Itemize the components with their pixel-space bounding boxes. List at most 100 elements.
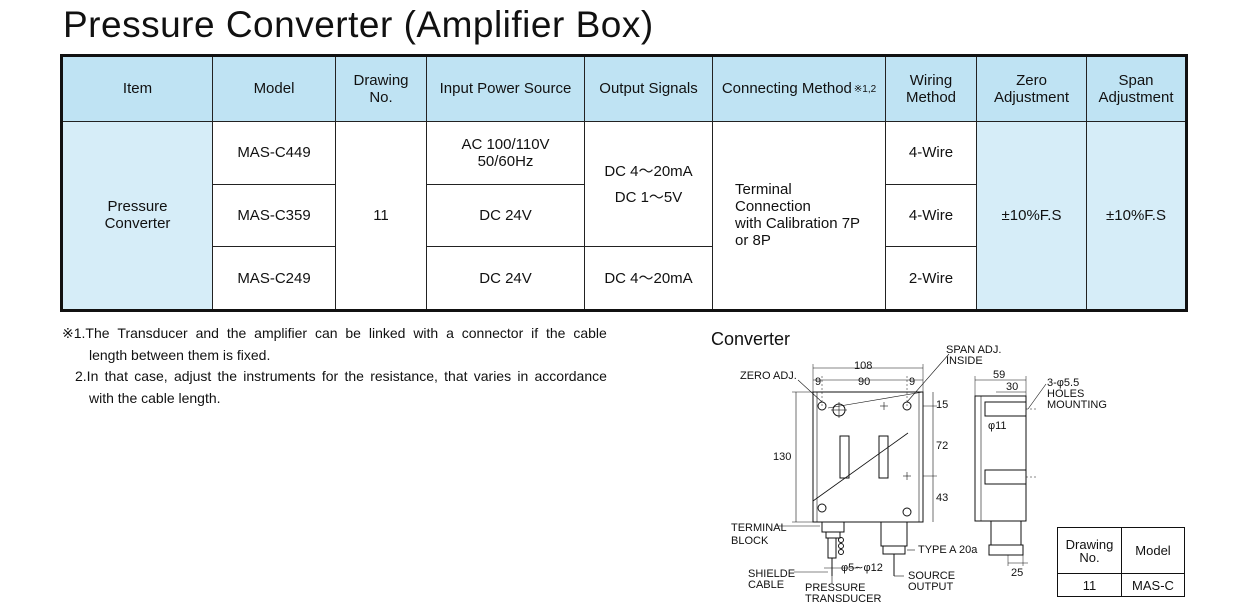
mini-value-row: 11 MAS-C (1057, 573, 1185, 597)
label-span-adj-1: SPAN ADJ. (946, 344, 1001, 356)
note-word: for (321, 368, 339, 384)
dim-108: 108 (854, 360, 872, 372)
label-phi11: φ11 (988, 420, 1007, 432)
cell-input-power: DC 24V (426, 246, 585, 311)
cell-model: MAS-C249 (212, 246, 336, 311)
header-connecting-note: ※1,2 (853, 83, 877, 95)
header-drawing-line2: No. (369, 88, 393, 106)
label-zero-adj: ZERO ADJ. (740, 370, 797, 382)
output-voltage: DC 1～5V (614, 188, 683, 206)
mini-header-model: Model (1121, 527, 1185, 574)
cable-gland-body (827, 537, 837, 559)
connecting-line2: Connection (735, 198, 811, 216)
note-1: ※1.The Transducer and the amplifier can … (62, 323, 607, 345)
header-span-line1: Span (1118, 71, 1154, 89)
dim-130: 130 (773, 451, 791, 463)
label-phi-range: φ5∼φ12 (841, 562, 883, 574)
cell-output-signals: DC 4～20mA DC 1～5V (584, 120, 713, 248)
dim-15: 15 (936, 399, 948, 411)
note-word: case, (134, 368, 168, 384)
label-source-1: SOURCE (908, 570, 955, 582)
leader-zero-adj (797, 379, 823, 403)
header-connecting-method: Connecting Method※1,2 (712, 55, 886, 122)
footnotes: ※1.The Transducer and the amplifier can … (62, 323, 607, 409)
leader-span-adj (906, 353, 950, 403)
label-holes-1: 3-φ5.5 (1047, 377, 1079, 389)
label-terminal-2: BLOCK (731, 535, 769, 547)
note-word: the (217, 368, 238, 384)
header-connecting-label: Connecting Method (721, 79, 852, 97)
note-word: the (226, 325, 247, 341)
header-item: Item (61, 55, 213, 122)
side-view-connector (990, 520, 1022, 546)
note-2: 2.In that case, adjust the instruments f… (62, 366, 607, 388)
dim-9-right: 9 (909, 376, 915, 388)
note-word: can (314, 325, 338, 341)
converter-drawing: ZERO ADJ. SPAN ADJ. INSIDE 108 9 90 9 15… (731, 344, 1107, 605)
label-terminal-1: TERMINAL (731, 522, 787, 534)
note-word: the (546, 325, 566, 341)
label-pressure-2: TRANSDUCER (805, 593, 881, 605)
mounting-hole-bottom-right (902, 507, 912, 517)
front-view-body (812, 391, 924, 523)
terminal-pin-1 (838, 537, 844, 543)
note-word: amplifier (254, 325, 308, 341)
note-word: accordance (534, 368, 607, 384)
mini-model-value: MAS-C (1121, 573, 1185, 597)
input-line1: AC 100/110V (461, 135, 550, 153)
dim-59: 59 (993, 369, 1005, 381)
converter-title: Converter (711, 329, 791, 349)
connecting-line1: Terminal (735, 181, 792, 199)
terminal-socket (825, 531, 841, 539)
leader-holes (1027, 383, 1047, 410)
note-1-continuation: length between them is fixed. (89, 346, 271, 363)
header-zero-line1: Zero (1016, 71, 1047, 89)
vent-slot-right (878, 435, 889, 479)
connecting-line4: or 8P (735, 232, 771, 250)
note-word: resistance, (370, 368, 438, 384)
cell-wiring: 2-Wire (885, 246, 977, 311)
note-word: 2.In (75, 368, 99, 384)
input-line2: 50/60Hz (477, 152, 534, 170)
type-a-thread (882, 545, 906, 555)
mini-drawing-line2: No. (1079, 549, 1100, 565)
note-word: cable (573, 325, 607, 341)
note-word: adjust (173, 368, 212, 384)
cell-span-adjustment: ±10%F.S (1086, 120, 1187, 312)
table-row: MAS-C359 DC 24V 4-Wire (62, 183, 1187, 248)
header-input-power: Input Power Source (426, 55, 585, 122)
note-word: that (444, 368, 468, 384)
mounting-hole-bottom-left (817, 503, 827, 513)
note-word: that (104, 368, 128, 384)
item-line1: Pressure (107, 198, 168, 216)
label-shielde-1: SHIELDE (748, 568, 795, 580)
dim-72: 72 (936, 440, 948, 452)
dim-25: 25 (1011, 567, 1023, 579)
mini-drawing-value: 11 (1057, 573, 1122, 597)
note-word: Transducer (117, 325, 188, 341)
mini-drawing-line1: Drawing (1065, 536, 1114, 552)
label-span-adj-2: INSIDE (946, 355, 983, 367)
side-view-body (974, 395, 1027, 522)
front-diagonal-lower (812, 432, 909, 502)
cell-input-power: DC 24V (426, 183, 585, 248)
cell-wiring: 4-Wire (885, 120, 977, 185)
label-pressure-1: PRESSURE (805, 582, 866, 594)
cell-model: MAS-C359 (212, 183, 336, 248)
dim-9-left: 9 (815, 376, 821, 388)
header-wiring-line2: Method (905, 88, 957, 106)
cell-drawing-no: 11 (335, 120, 427, 312)
note-word: varies (473, 368, 512, 384)
cell-wiring: 4-Wire (885, 183, 977, 248)
note-word: if (531, 325, 539, 341)
note-word: be (345, 325, 361, 341)
cell-output-signals: DC 4～20mA (584, 246, 713, 311)
connecting-line3: with Calibration 7P (735, 215, 861, 233)
label-holes-3: MOUNTING (1047, 399, 1107, 411)
